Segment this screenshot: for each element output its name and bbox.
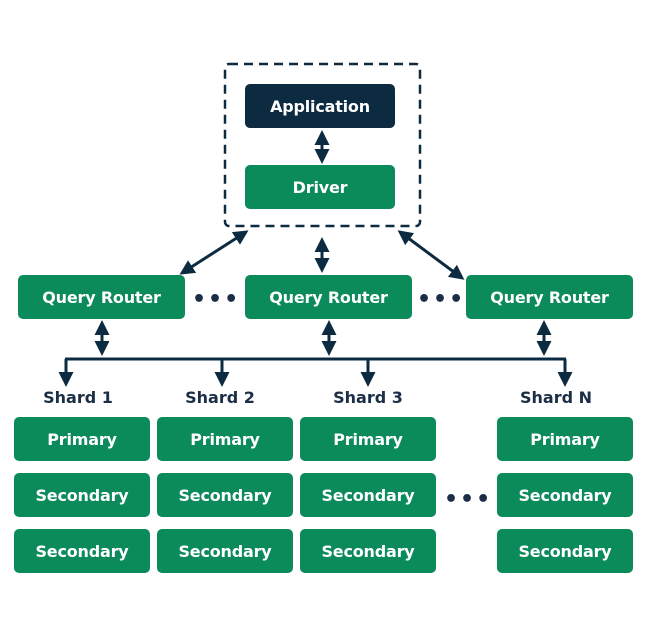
member-label: Primary <box>190 429 260 449</box>
router-ellipsis-2: ••• <box>417 287 466 312</box>
client-router-1-arrow <box>179 230 249 275</box>
shard-1-label: Shard 1 <box>43 388 113 407</box>
shard-n-label: Shard N <box>519 388 592 407</box>
member-label: Primary <box>47 429 117 449</box>
query-router-label: Query Router <box>42 287 161 307</box>
member-label: Secondary <box>518 541 612 561</box>
router-ellipsis-1: ••• <box>192 287 241 312</box>
shard-2-secondary-1: Secondary <box>157 473 293 517</box>
member-label: Secondary <box>518 485 612 505</box>
shard-3-primary: Primary <box>300 417 436 461</box>
query-router-2: Query Router <box>245 275 412 319</box>
shard-1-primary: Primary <box>14 417 150 461</box>
shard-3-secondary-1: Secondary <box>300 473 436 517</box>
shard-3-secondary-2: Secondary <box>300 529 436 573</box>
query-router-label: Query Router <box>490 287 609 307</box>
shard-1-secondary-2: Secondary <box>14 529 150 573</box>
shard-n-secondary-1: Secondary <box>497 473 633 517</box>
client-router-3-arrow <box>397 230 465 280</box>
query-router-label: Query Router <box>269 287 388 307</box>
member-label: Secondary <box>35 485 129 505</box>
client-container-border <box>223 62 422 228</box>
query-router-3: Query Router <box>466 275 633 319</box>
shard-2-label: Shard 2 <box>185 388 255 407</box>
member-label: Secondary <box>178 485 272 505</box>
application-label: Application <box>270 96 370 116</box>
member-label: Secondary <box>178 541 272 561</box>
shard-n-primary: Primary <box>497 417 633 461</box>
member-label: Secondary <box>321 541 415 561</box>
shard-n-secondary-2: Secondary <box>497 529 633 573</box>
member-label: Secondary <box>321 485 415 505</box>
driver-box: Driver <box>245 165 395 209</box>
shard-2-secondary-2: Secondary <box>157 529 293 573</box>
member-label: Secondary <box>35 541 129 561</box>
member-label: Primary <box>530 429 600 449</box>
member-label: Primary <box>333 429 403 449</box>
shard-ellipsis: ••• <box>444 487 493 512</box>
shard-1-secondary-1: Secondary <box>14 473 150 517</box>
driver-label: Driver <box>292 177 348 197</box>
query-router-1: Query Router <box>18 275 185 319</box>
application-box: Application <box>245 84 395 128</box>
shard-2-primary: Primary <box>157 417 293 461</box>
shard-3-label: Shard 3 <box>333 388 403 407</box>
